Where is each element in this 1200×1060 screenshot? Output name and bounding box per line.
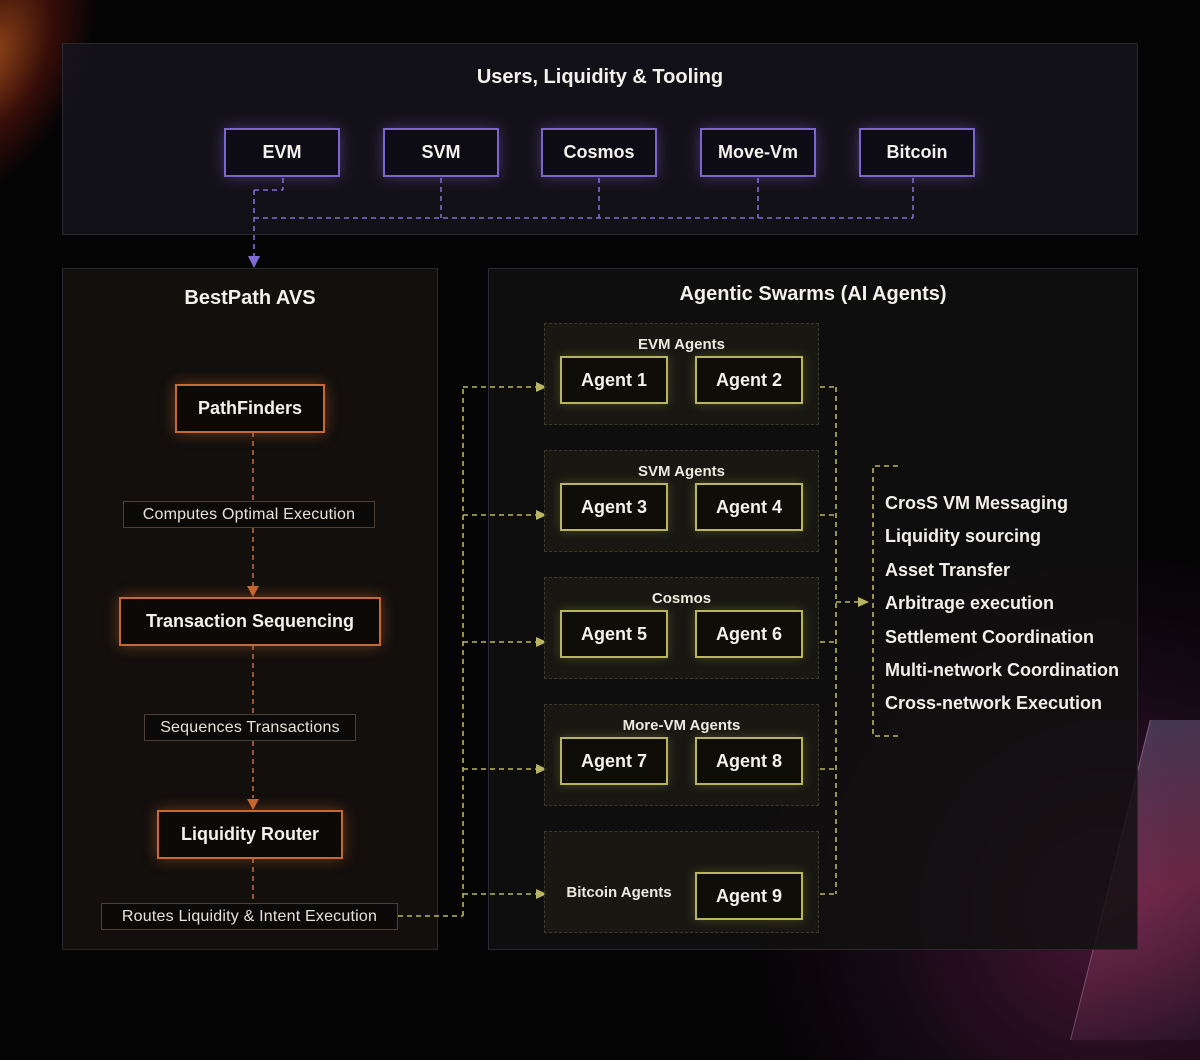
pathfinders-box: PathFinders	[175, 384, 325, 433]
agent-7: Agent 7	[560, 737, 668, 785]
transaction-sequencing-box: Transaction Sequencing	[119, 597, 381, 646]
more-vm-agents-group: More-VM Agents Agent 7 Agent 8	[544, 704, 819, 806]
agent-connectors	[398, 386, 898, 917]
chain-evm: EVM	[224, 128, 340, 177]
group-title: SVM Agents	[638, 463, 725, 480]
group-title: More-VM Agents	[622, 717, 741, 734]
svm-agents-group: SVM Agents Agent 3 Agent 4	[544, 450, 819, 552]
capability-item: Settlement Coordination	[885, 626, 1095, 647]
chain-svm: SVM	[383, 128, 499, 177]
group-title: Cosmos	[651, 590, 712, 607]
bestpath-avs-title: BestPath AVS	[184, 287, 316, 309]
agent-1: Agent 1	[560, 356, 668, 404]
agent-2: Agent 2	[695, 356, 803, 404]
evm-agents-group: EVM Agents Agent 1 Agent 2	[544, 323, 819, 425]
sequences-transactions-label: Sequences Transactions	[144, 714, 356, 741]
group-title: EVM Agents	[638, 336, 725, 353]
connector-lines	[247, 178, 914, 917]
agent-arrowheads	[536, 382, 869, 899]
agentic-swarms-title: Agentic Swarms (AI Agents)	[679, 283, 947, 305]
routes-liquidity-label: Routes Liquidity & Intent Execution	[101, 903, 398, 930]
chain-bitcoin: Bitcoin	[859, 128, 975, 177]
agent-3: Agent 3	[560, 483, 668, 531]
computes-optimal-execution-label: Computes Optimal Execution	[123, 501, 375, 528]
agent-5: Agent 5	[560, 610, 668, 658]
group-title: Bitcoin Agents	[566, 884, 672, 901]
capability-item: Multi-network Coordination	[885, 659, 1119, 680]
capability-item: Cross-network Execution	[885, 693, 1103, 714]
capability-item: CrosS VM Messaging	[885, 493, 1069, 513]
arrowhead-sequencing	[247, 586, 259, 597]
chain-arrowhead	[248, 256, 260, 268]
capabilities-list: CrosS VM Messaging Liquidity sourcing As…	[885, 490, 1119, 724]
agent-8: Agent 8	[695, 737, 803, 785]
liquidity-router-box: Liquidity Router	[157, 810, 343, 859]
capability-item: Asset Transfer	[885, 559, 1011, 580]
chain-cosmos: Cosmos	[541, 128, 657, 177]
agent-9: Agent 9	[695, 872, 803, 920]
capability-item: Liquidity sourcing	[885, 526, 1041, 547]
chain-move-vm: Move-Vm	[700, 128, 816, 177]
arrowhead-router	[247, 799, 259, 810]
agent-6: Agent 6	[695, 610, 803, 658]
capability-item: Arbitrage execution	[885, 593, 1055, 614]
users-liquidity-title: Users, Liquidity & Tooling	[476, 66, 724, 88]
cosmos-agents-group: Cosmos Agent 5 Agent 6	[544, 577, 819, 679]
agent-4: Agent 4	[695, 483, 803, 531]
bitcoin-agents-group: Bitcoin Agents Agent 9	[544, 831, 819, 933]
chain-connectors	[253, 178, 914, 256]
